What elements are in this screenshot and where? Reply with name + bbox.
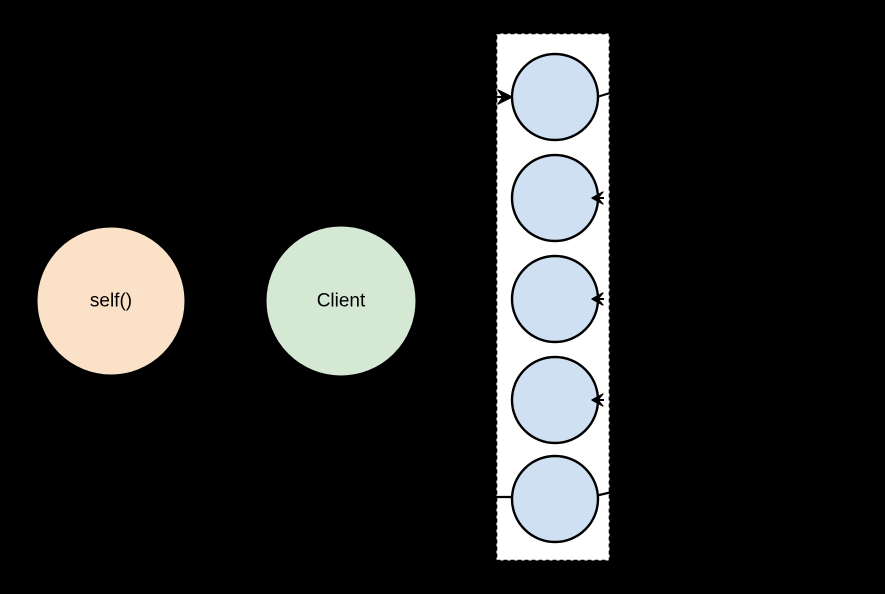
edge-stub-node-1-left[interactable] xyxy=(496,89,513,105)
node-2-shape xyxy=(510,153,600,243)
node-5[interactable] xyxy=(510,454,600,544)
node-4-shape xyxy=(510,355,600,445)
node-3[interactable] xyxy=(510,254,600,344)
node-1[interactable] xyxy=(510,52,600,142)
node-1-shape xyxy=(510,52,600,142)
arrowhead-icon xyxy=(591,393,604,407)
edge-stub-node-2-right[interactable] xyxy=(591,191,604,205)
node-5-shape xyxy=(510,454,600,544)
node-self[interactable]: self() xyxy=(37,227,185,375)
arrowhead-icon xyxy=(591,292,604,306)
node-client-shape xyxy=(266,226,416,376)
arrowhead-icon xyxy=(591,191,604,205)
node-4[interactable] xyxy=(510,355,600,445)
arrowhead-icon xyxy=(497,89,513,105)
edge-stub-node-3-right[interactable] xyxy=(591,292,604,306)
node-client[interactable]: Client xyxy=(266,226,416,376)
edge-stub-node-4-right[interactable] xyxy=(591,393,604,407)
node-3-shape xyxy=(510,254,600,344)
node-self-shape xyxy=(37,227,185,375)
node-2[interactable] xyxy=(510,153,600,243)
